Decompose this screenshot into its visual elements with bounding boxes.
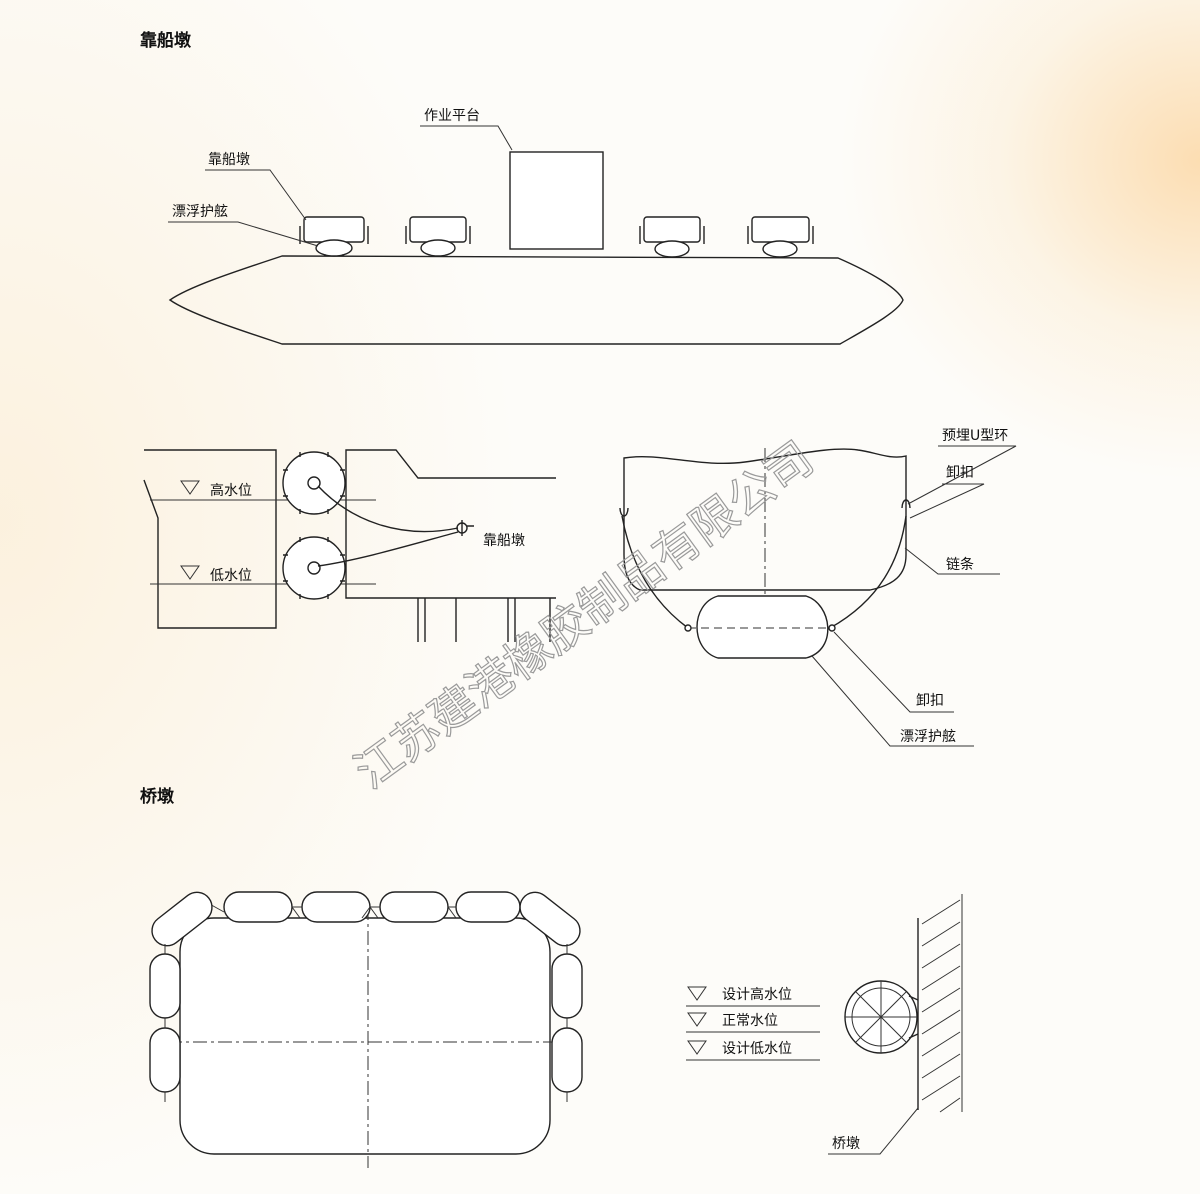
work-platform-box	[509, 151, 604, 250]
pier-piles	[417, 598, 551, 642]
anchor-icon	[456, 520, 474, 536]
label-design-high-water: 设计高水位	[722, 986, 792, 1003]
shackle-right-icon	[828, 624, 836, 632]
label-bridge-pier: 桥墩	[832, 1136, 860, 1152]
leader-work-platform	[420, 125, 513, 151]
label-normal-water: 正常水位	[722, 1013, 778, 1029]
label-work-platform: 作业平台	[424, 108, 480, 124]
leader-u-ring	[907, 445, 1017, 505]
shackle-left-icon	[684, 624, 692, 632]
leader-floating-fender-right	[811, 655, 974, 747]
pier-body-right	[623, 448, 907, 591]
leader-shackle-bottom	[833, 631, 954, 713]
top-fenders	[205, 891, 535, 923]
design-high-water-marker-icon	[687, 986, 707, 1001]
design-low-water-marker-icon	[687, 1040, 707, 1055]
chain-lower	[317, 531, 459, 567]
pier-structure-right	[345, 449, 556, 599]
round-fender-lower	[282, 536, 346, 600]
berth-pier-1	[299, 216, 369, 257]
leader-bridge-pier	[828, 1107, 919, 1155]
cylindrical-fender-end-view	[844, 980, 919, 1054]
cylindrical-fender	[696, 595, 829, 659]
label-shackle-top: 卸扣	[946, 465, 974, 481]
leader-shackle-top	[909, 483, 985, 519]
label-design-low-water: 设计低水位	[722, 1041, 792, 1057]
section-title-berth: 靠船墩	[140, 30, 192, 51]
chain-right	[829, 515, 907, 629]
high-water-marker-icon	[180, 480, 200, 495]
chain-left	[621, 515, 689, 629]
quay-wall-left	[143, 449, 277, 629]
label-floating-fender: 漂浮护舷	[172, 204, 228, 220]
leader-berth-pier	[205, 169, 307, 221]
berth-pier-4	[747, 216, 814, 258]
vessel-hull	[168, 255, 904, 345]
corner-fenders	[151, 891, 581, 947]
chain-upper	[317, 485, 459, 533]
label-berth-pier: 靠船墩	[208, 152, 250, 168]
label-shackle-bottom: 卸扣	[916, 693, 944, 709]
label-high-water: 高水位	[210, 482, 252, 499]
label-chain: 链条	[946, 556, 974, 573]
right-side-fenders	[551, 944, 583, 1102]
pier-wall-hatch	[921, 894, 963, 1113]
section-title-bridge: 桥墩	[140, 786, 175, 807]
label-u-ring: 预埋U型环	[942, 428, 1008, 444]
label-low-water: 低水位	[210, 568, 252, 584]
leader-floating-fender	[168, 221, 319, 247]
u-ring-hooks	[619, 499, 911, 517]
label-floating-fender-right: 漂浮护舷	[900, 729, 956, 745]
leader-chain	[904, 547, 1000, 575]
low-water-marker-icon	[180, 565, 200, 580]
berth-pier-3	[639, 216, 705, 258]
left-side-fenders	[149, 944, 181, 1102]
normal-water-marker-icon	[687, 1012, 707, 1027]
berth-pier-2	[405, 216, 471, 257]
label-berth-pier-mid: 靠船墩	[483, 533, 525, 549]
bridge-pier-plan	[179, 917, 551, 1155]
round-fender-upper	[282, 451, 346, 515]
